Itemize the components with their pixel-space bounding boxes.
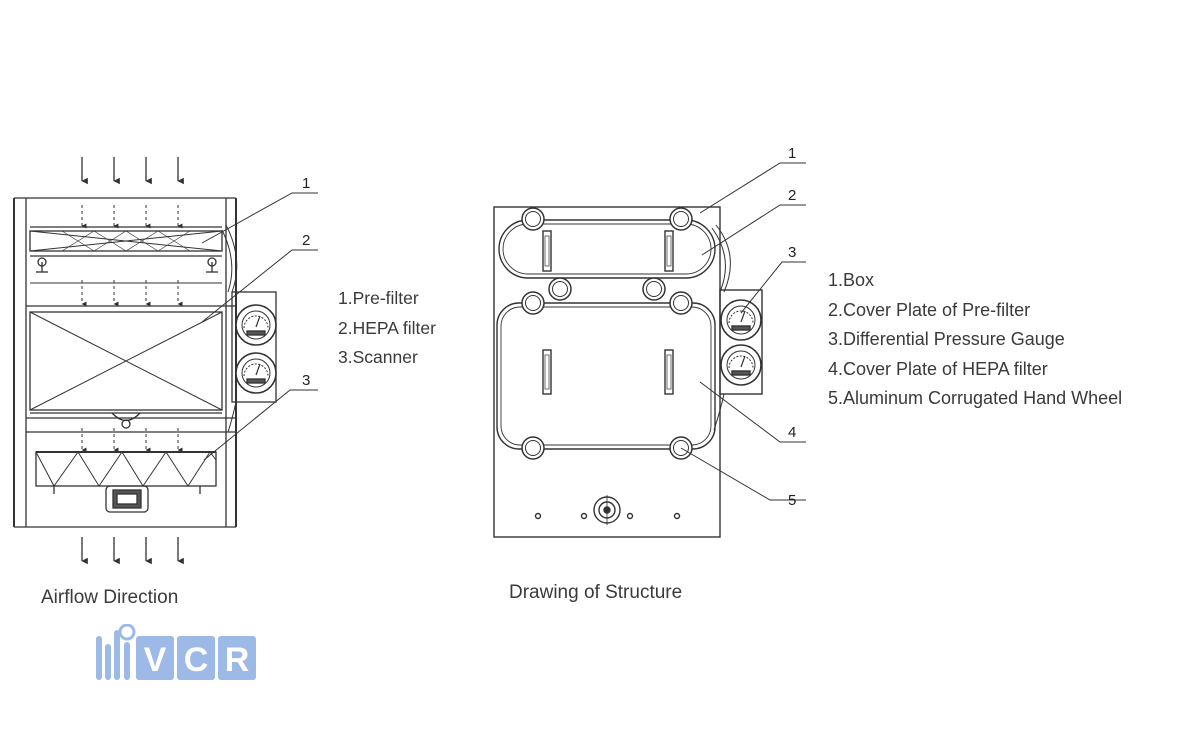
legend-item: 5.Aluminum Corrugated Hand Wheel xyxy=(828,388,1123,408)
logo-letter: V xyxy=(144,641,167,679)
logo-letter: R xyxy=(225,641,250,679)
right-leader-lines xyxy=(680,162,806,501)
callout-right-2: 2 xyxy=(788,187,796,204)
box-outline xyxy=(493,206,721,538)
callout-right-3: 3 xyxy=(788,244,796,261)
hepa-cover-plate xyxy=(496,302,716,450)
left-leader-lines xyxy=(201,192,318,461)
legend-item: 1.Pre-filter xyxy=(338,288,419,308)
scanner-illustration xyxy=(26,431,236,513)
callout-left-2: 2 xyxy=(302,232,310,249)
left-legend: 1.Pre-filter 2.HEPA filter 3.Scanner xyxy=(338,284,436,373)
callout-left-1: 1 xyxy=(302,175,310,192)
legend-item: 4.Cover Plate of HEPA filter xyxy=(828,358,1048,379)
hepa-filter-illustration xyxy=(26,305,236,429)
callout-right-4: 4 xyxy=(788,424,796,441)
legend-item: 3.Scanner xyxy=(338,347,418,367)
callout-right-5: 5 xyxy=(788,492,796,509)
legend-item: 2.HEPA filter xyxy=(338,317,436,338)
inflow-arrows xyxy=(81,157,184,185)
gauge-panel xyxy=(221,224,277,433)
pre-filter-illustration xyxy=(29,226,223,284)
left-caption: Airflow Direction xyxy=(41,587,179,608)
pressure-gauge-panel xyxy=(711,224,763,431)
right-legend: 1.Box 2.Cover Plate of Pre-filter 3.Diff… xyxy=(828,266,1122,414)
callout-left-3: 3 xyxy=(302,372,310,389)
legend-item: 1.Box xyxy=(828,270,875,290)
vcr-logo: V C R xyxy=(96,624,256,680)
internal-airflow xyxy=(81,205,183,453)
logo-letter: C xyxy=(184,641,209,679)
legend-item: 2.Cover Plate of Pre-filter xyxy=(828,299,1031,320)
housing-frame xyxy=(13,197,237,528)
airflow-diagram xyxy=(13,157,318,565)
bottom-hardware xyxy=(534,495,681,525)
callout-right-1: 1 xyxy=(788,145,796,162)
right-caption: Drawing of Structure xyxy=(509,582,683,603)
legend-item: 3.Differential Pressure Gauge xyxy=(828,329,1065,349)
structure-diagram xyxy=(493,162,806,538)
hand-wheels xyxy=(521,207,693,460)
outflow-arrows xyxy=(81,537,184,565)
